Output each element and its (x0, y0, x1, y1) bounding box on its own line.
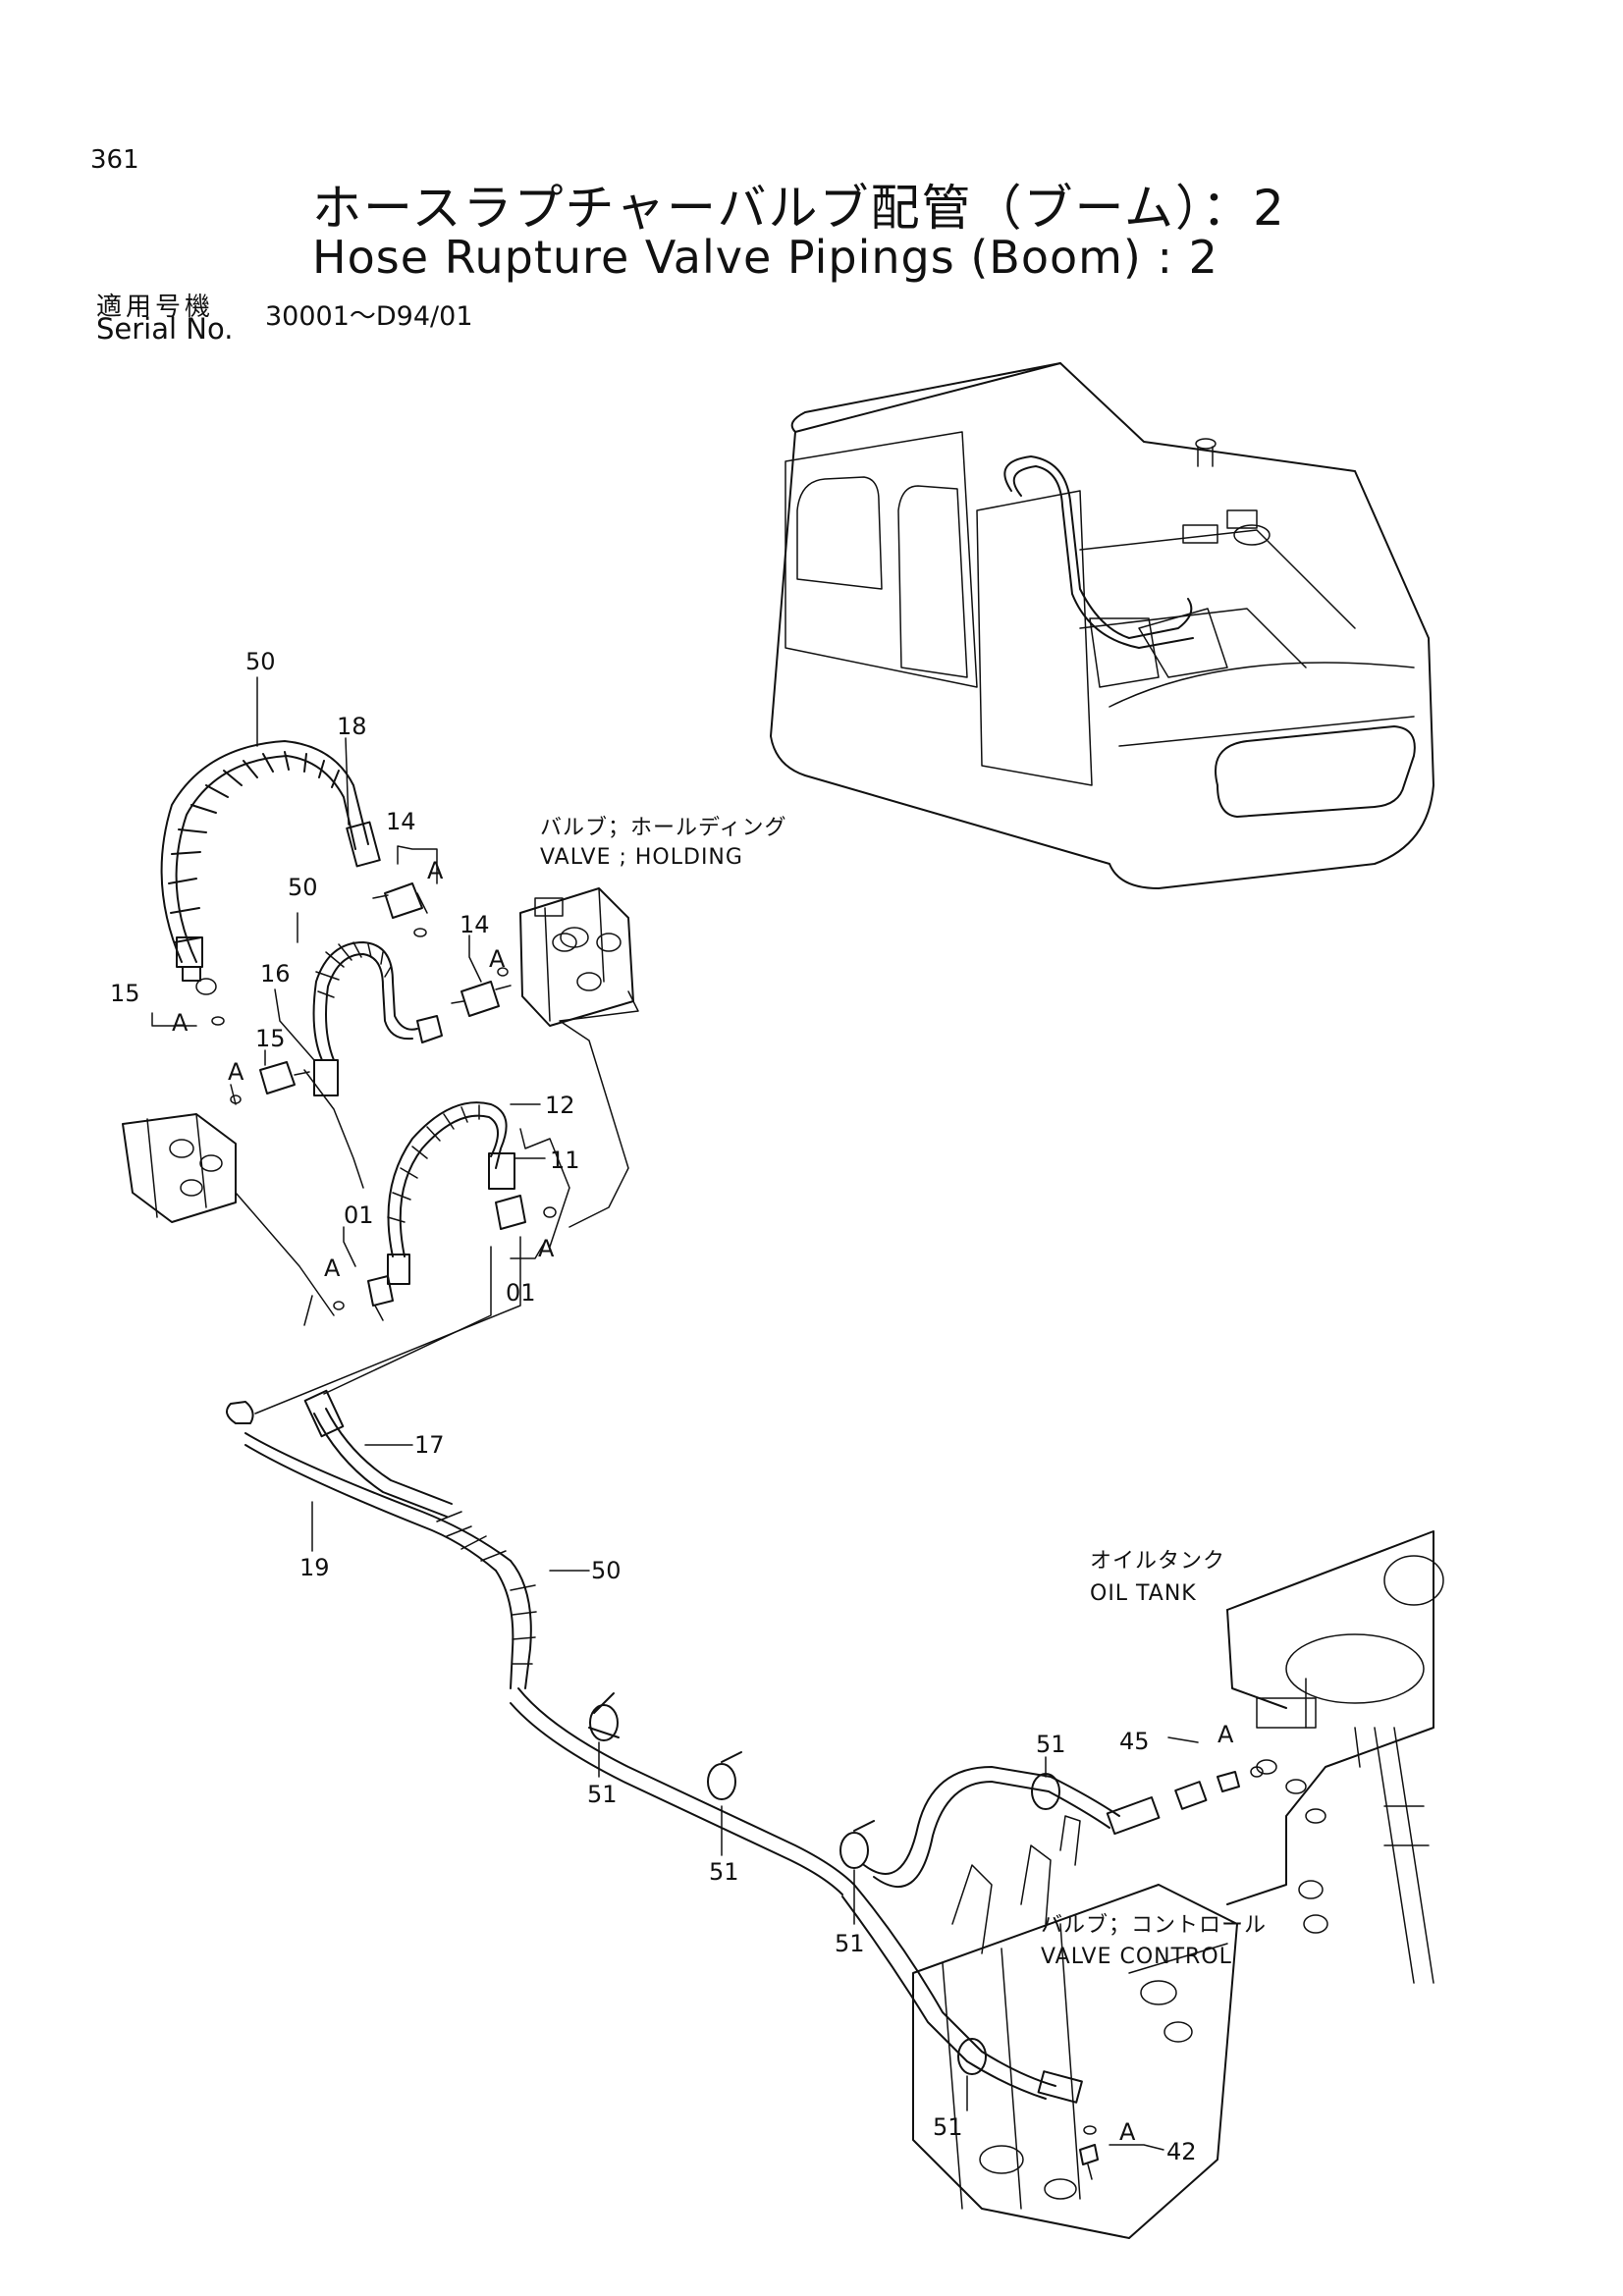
callout-42: 42 (1166, 2138, 1197, 2165)
callout-19: 19 (299, 1554, 330, 1581)
serial-label-english: Serial No. (96, 312, 234, 346)
callout-50-hose-guard-middle: 50 (288, 874, 318, 901)
callout-18: 18 (337, 713, 367, 740)
callout-45: 45 (1119, 1728, 1150, 1755)
label-valve-control-jp: バルブ；コントロール (1041, 1913, 1267, 1938)
callout-15-middle: 15 (255, 1025, 286, 1052)
callout-51-b: 51 (709, 1858, 739, 1886)
callout-11: 11 (550, 1147, 580, 1174)
callout-50-hose-guard-top: 50 (245, 648, 276, 675)
serial-number-range: 30001～D94/01 (265, 301, 473, 332)
label-valve-holding-jp: バルブ；ホールディング (540, 816, 786, 840)
callout-a-6: A (538, 1235, 555, 1262)
control-valve-illustration (912, 1815, 1238, 2239)
hose-route (226, 1236, 1264, 2180)
callout-a-7: A (1217, 1721, 1234, 1748)
callout-leaders (151, 676, 1199, 2151)
callout-a-8: A (1119, 2118, 1136, 2146)
label-valve-control-en: VALVE CONTROL (1041, 1945, 1232, 1969)
callout-51-d: 51 (1036, 1731, 1066, 1758)
callout-51-a: 51 (587, 1781, 618, 1808)
callout-15-left: 15 (110, 980, 140, 1007)
serial-label-japanese: 適用号機 (96, 293, 215, 322)
page-number: 361 (90, 145, 139, 175)
label-oil-tank-en: OIL TANK (1090, 1581, 1197, 1606)
callout-50-hose-guard-bottom: 50 (591, 1557, 622, 1584)
callout-a-5: A (324, 1255, 341, 1282)
callout-51-c: 51 (835, 1930, 865, 1957)
callout-17: 17 (414, 1431, 445, 1459)
callout-01-left: 01 (344, 1201, 374, 1229)
title-english: Hose Rupture Valve Pipings (Boom) : 2 (312, 231, 1218, 284)
callout-a-4: A (228, 1058, 244, 1086)
callout-51-e: 51 (933, 2113, 963, 2141)
callout-14-top: 14 (386, 808, 416, 835)
callout-14-middle: 14 (460, 911, 490, 938)
label-valve-holding-en: VALVE ; HOLDING (540, 845, 743, 870)
callout-01-right: 01 (506, 1279, 536, 1307)
callout-12: 12 (545, 1092, 575, 1119)
holding-valve-assembly (122, 740, 639, 1326)
oil-tank-illustration (1226, 1530, 1444, 1984)
title-japanese: ホースラプチャーバルブ配管（ブーム）：2 (312, 180, 1286, 237)
callout-a-1: A (427, 857, 444, 884)
callout-a-2: A (489, 945, 506, 973)
callout-16: 16 (260, 960, 291, 988)
callout-a-3: A (172, 1009, 189, 1037)
excavator-overview-illustration (770, 362, 1434, 889)
label-oil-tank-jp: オイルタンク (1090, 1549, 1225, 1574)
